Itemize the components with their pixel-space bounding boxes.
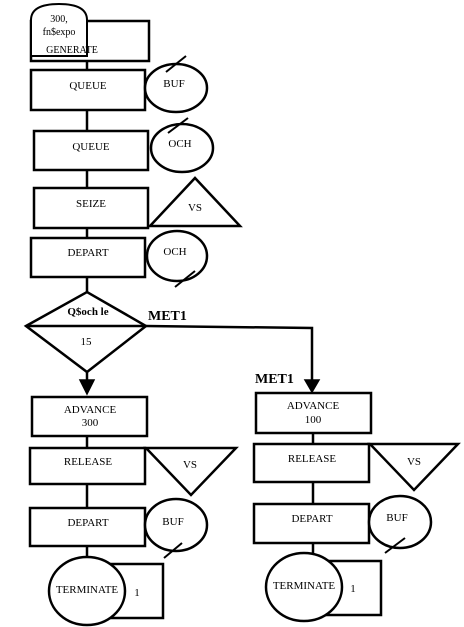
release-right-block: RELEASE VS (252, 442, 461, 492)
advance-left-block: ADVANCE 300 (30, 395, 149, 438)
generate-param-line2: fn$expo (43, 27, 76, 38)
release-right-vs-label: VS (407, 456, 421, 468)
depart-buf-left-label: DEPART (67, 517, 108, 529)
depart-buf-left-block: DEPART BUF (28, 497, 209, 559)
test-block: Q$och le 15 (23, 290, 149, 374)
seize-block: SEIZE VS (32, 176, 243, 230)
left-arrow-head (78, 379, 96, 396)
test-condition: Q$och le (67, 306, 108, 318)
met1-block-label: MET1 (255, 372, 294, 387)
depart-och-label: DEPART (67, 247, 108, 259)
queue-och-label: QUEUE (72, 141, 110, 153)
depart-buf-right-circle (367, 494, 433, 550)
release-right-label: RELEASE (288, 453, 337, 465)
depart-buf-right-circle-label: BUF (386, 512, 407, 524)
met1-branch-label: MET1 (148, 309, 187, 324)
queue-buf-circle-label: BUF (163, 78, 184, 90)
release-left-vs-triangle (143, 446, 239, 497)
depart-buf-left-circle (143, 497, 209, 553)
release-left-vs-label: VS (183, 459, 197, 471)
release-right-vs-triangle (367, 442, 461, 492)
terminate-right-value: 1 (350, 583, 356, 595)
release-left-block: RELEASE VS (28, 446, 239, 497)
advance-right-line2: 100 (305, 414, 322, 426)
depart-buf-right-block: DEPART BUF (252, 494, 433, 554)
release-left-label: RELEASE (64, 456, 113, 468)
generate-block: 300, fn$expo GENERATE (29, 2, 151, 63)
advance-right-block: ADVANCE 100 (254, 391, 373, 435)
terminate-right-label: TERMINATE (273, 580, 336, 592)
generate-label: GENERATE (46, 45, 98, 56)
queue-och-block: QUEUE OCH (32, 117, 215, 174)
advance-right-line1: ADVANCE (287, 400, 340, 412)
queue-buf-block: QUEUE BUF (29, 55, 209, 114)
advance-left-line2: 300 (82, 417, 99, 429)
terminate-left-label: TERMINATE (56, 584, 119, 596)
depart-och-circle-label: OCH (163, 246, 186, 258)
terminate-left-block: TERMINATE 1 (47, 555, 165, 627)
seize-vs-label: VS (188, 202, 202, 214)
depart-och-circle (145, 229, 209, 283)
queue-och-circle (149, 122, 215, 174)
queue-och-circle-label: OCH (168, 138, 191, 150)
test-value: 15 (81, 336, 93, 348)
terminate-left-value: 1 (134, 587, 140, 599)
seize-label: SEIZE (76, 198, 106, 210)
depart-buf-left-circle-label: BUF (162, 516, 183, 528)
depart-buf-right-label: DEPART (291, 513, 332, 525)
seize-vs-triangle (147, 176, 243, 228)
advance-left-line1: ADVANCE (64, 404, 117, 416)
terminate-right-block: TERMINATE 1 (264, 551, 383, 623)
generate-param-line1: 300, (50, 14, 68, 25)
queue-buf-label: QUEUE (69, 80, 107, 92)
depart-och-block: DEPART OCH (29, 229, 209, 288)
met1-branch: MET1 (145, 309, 321, 394)
